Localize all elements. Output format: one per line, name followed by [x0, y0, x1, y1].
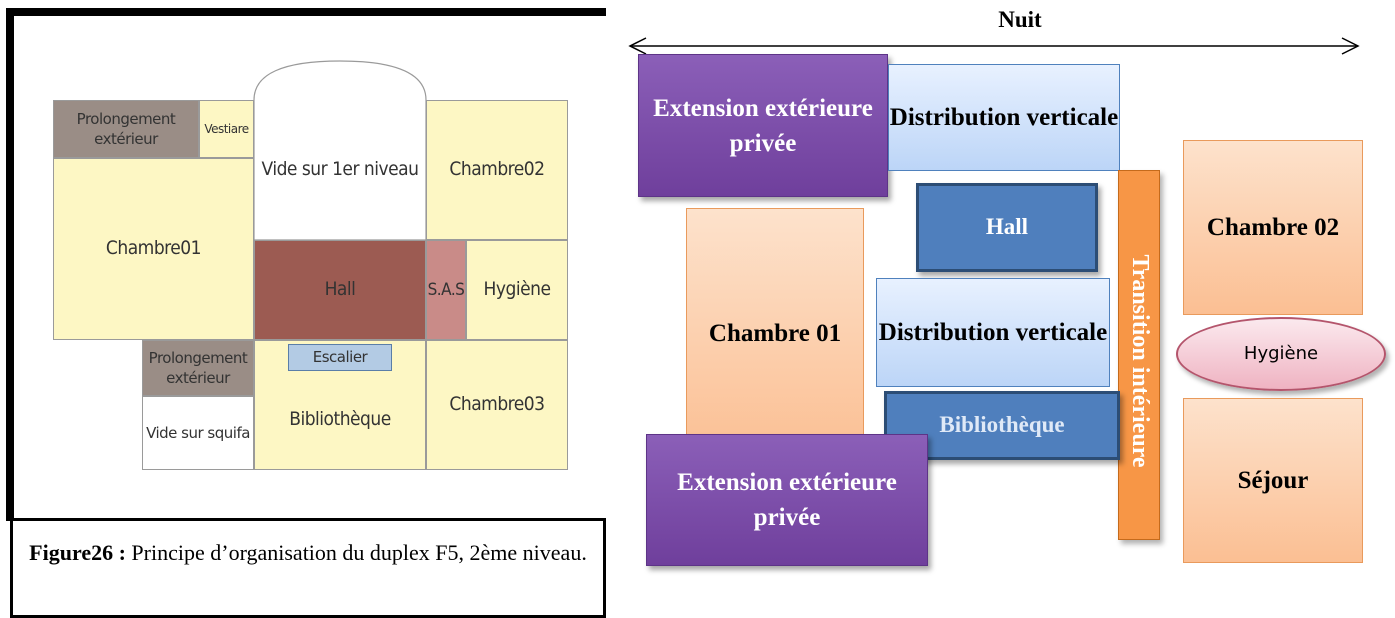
chambre03-room: Chambre03 [426, 340, 568, 470]
vide-sur-1er-niveau-label: Vide sur 1er niveau [261, 158, 419, 181]
hall-box: Hall [916, 183, 1098, 272]
caption-text: Principe d’organisation du duplex F5, 2è… [131, 540, 587, 565]
sas-room: S.A.S [426, 240, 466, 340]
extension-exterieure-privee-bottom: Extension extérieure privée [646, 434, 928, 566]
chambre01-room: Chambre01 [53, 158, 254, 340]
sejour-box: Séjour [1183, 398, 1363, 563]
prolongement-exterieur-bottom: Prolongement extérieur [142, 340, 254, 396]
transition-interieure-label: Transition intérieure [1126, 254, 1153, 468]
frame-left-border [6, 8, 14, 521]
vestiare-room: Vestiare [199, 100, 254, 158]
nuit-double-arrow [628, 37, 1360, 55]
hygiene-room: Hygiène [466, 240, 568, 340]
chambre-01-box: Chambre 01 [686, 208, 864, 458]
figure-caption: Figure26 : Principe d’organisation du du… [10, 518, 606, 618]
distribution-verticale-top: Distribution verticale [888, 64, 1120, 171]
vide-sur-squifa-room: Vide sur squifa [142, 396, 254, 470]
nuit-label: Nuit [998, 6, 1042, 32]
bibliotheque-label: Bibliothèque [939, 412, 1065, 438]
transition-interieure-bar [1118, 170, 1160, 540]
escalier-room: Escalier [288, 344, 392, 371]
chambre02-room: Chambre02 [426, 100, 568, 240]
hall-room: Hall [254, 240, 426, 340]
chambre-02-box: Chambre 02 [1183, 140, 1363, 315]
extension-exterieure-privee-top: Extension extérieure privée [638, 54, 888, 197]
prolongement-exterieur-top: Prolongement extérieur [53, 100, 199, 158]
frame-top-border [8, 8, 606, 16]
vide-arch-room [253, 60, 427, 241]
distribution-verticale-middle: Distribution verticale [876, 278, 1110, 387]
hygiene-ellipse: Hygiène [1176, 317, 1386, 391]
caption-label: Figure26 : [29, 540, 126, 565]
